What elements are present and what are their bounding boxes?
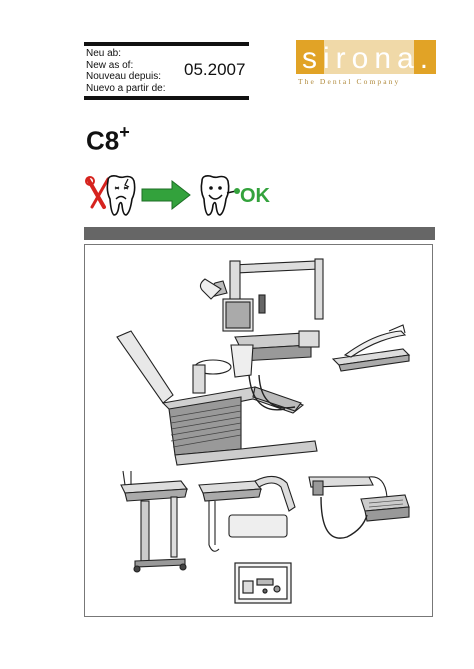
header-rule-top	[84, 42, 249, 46]
ok-label: OK	[240, 185, 271, 207]
section-band	[84, 227, 435, 240]
new-as-of-labels: Neu ab: New as of: Nouveau depuis: Nuevo…	[86, 48, 196, 94]
model-superscript: +	[119, 122, 130, 142]
happy-tooth-icon	[200, 175, 240, 216]
assistant-element-with-tray	[198, 475, 296, 552]
doctor-element-cart	[308, 476, 410, 539]
dental-chair-unit	[116, 258, 324, 466]
broken-tooth-icon	[106, 175, 136, 216]
tray-on-cart	[120, 470, 189, 573]
arrow-right-icon	[141, 179, 191, 211]
product-model: C8+	[86, 122, 130, 157]
tools-icon	[85, 176, 110, 209]
new-as-of-en: New as of:	[86, 59, 134, 71]
header-rule-bottom	[84, 96, 249, 100]
instrument-tray	[331, 324, 411, 372]
svg-text:sirona.: sirona.	[302, 42, 434, 75]
new-as-of-fr: Nouveau depuis:	[86, 71, 162, 82]
sirona-logo: sirona.	[296, 40, 436, 88]
new-as-of-de: Neu ab:	[86, 48, 122, 59]
issue-date: 05.2007	[184, 60, 246, 79]
illustration-frame	[84, 244, 433, 617]
model-name: C8	[86, 125, 120, 156]
new-as-of-es: Nuevo a partir de:	[86, 82, 166, 94]
logo-tagline: The Dental Company	[298, 77, 401, 86]
control-panel-box	[234, 562, 292, 604]
upgrade-graphic: OK	[84, 173, 284, 221]
